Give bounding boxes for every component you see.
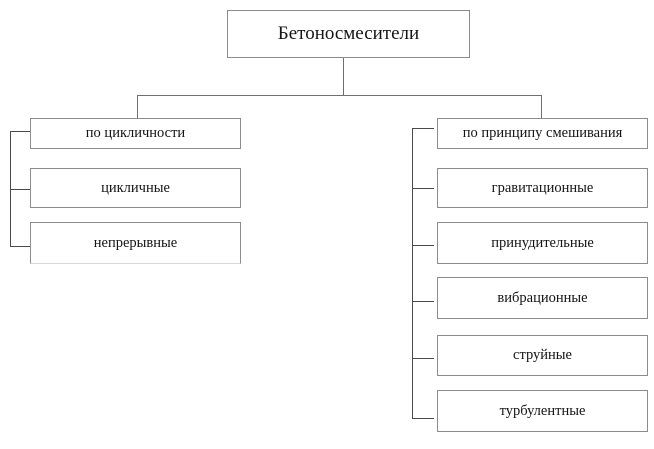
bracket-tick-right-5 bbox=[412, 358, 434, 359]
node-root[interactable]: Бетоносмесители bbox=[227, 10, 470, 58]
connector-distribution-bar bbox=[137, 95, 542, 96]
node-leaf-turbulent[interactable]: турбулентные bbox=[437, 390, 648, 432]
bracket-tick-left-1 bbox=[10, 131, 32, 132]
bracket-spine-right bbox=[412, 128, 413, 419]
bracket-tick-right-6 bbox=[412, 418, 434, 419]
node-leaf-gravitational-label: гравитационные bbox=[491, 179, 594, 196]
node-branch-cyclicity[interactable]: по цикличности bbox=[30, 118, 241, 149]
node-leaf-vibration[interactable]: вибрационные bbox=[437, 277, 648, 319]
bracket-tick-right-3 bbox=[412, 245, 434, 246]
bracket-tick-right-2 bbox=[412, 188, 434, 189]
bracket-tick-left-3 bbox=[10, 246, 32, 247]
node-branch-cyclicity-label: по цикличности bbox=[85, 125, 186, 142]
connector-drop-left bbox=[137, 95, 138, 119]
bracket-tick-right-4 bbox=[412, 301, 434, 302]
connector-drop-right bbox=[541, 95, 542, 119]
node-leaf-continuous-label: непрерывные bbox=[93, 234, 178, 251]
node-leaf-jet[interactable]: струйные bbox=[437, 335, 648, 376]
bracket-tick-right-1 bbox=[412, 128, 434, 129]
connector-root-stem bbox=[343, 58, 344, 95]
node-leaf-forced-label: принудительные bbox=[491, 234, 594, 251]
node-root-label: Бетоносмесители bbox=[277, 23, 420, 45]
node-leaf-turbulent-label: турбулентные bbox=[499, 402, 586, 419]
node-leaf-cyclic-label: цикличные bbox=[101, 179, 170, 196]
node-leaf-cyclic[interactable]: цикличные bbox=[30, 168, 241, 208]
node-leaf-vibration-label: вибрационные bbox=[497, 289, 588, 306]
bracket-tick-left-2 bbox=[10, 189, 32, 190]
node-leaf-jet-label: струйные bbox=[513, 347, 572, 364]
node-branch-mixing-principle-label: по принципу смешивания bbox=[462, 125, 623, 142]
node-branch-mixing-principle[interactable]: по принципу смешивания bbox=[437, 118, 648, 149]
node-leaf-gravitational[interactable]: гравитационные bbox=[437, 168, 648, 208]
node-leaf-forced[interactable]: принудительные bbox=[437, 222, 648, 264]
node-leaf-continuous[interactable]: непрерывные bbox=[30, 222, 241, 264]
